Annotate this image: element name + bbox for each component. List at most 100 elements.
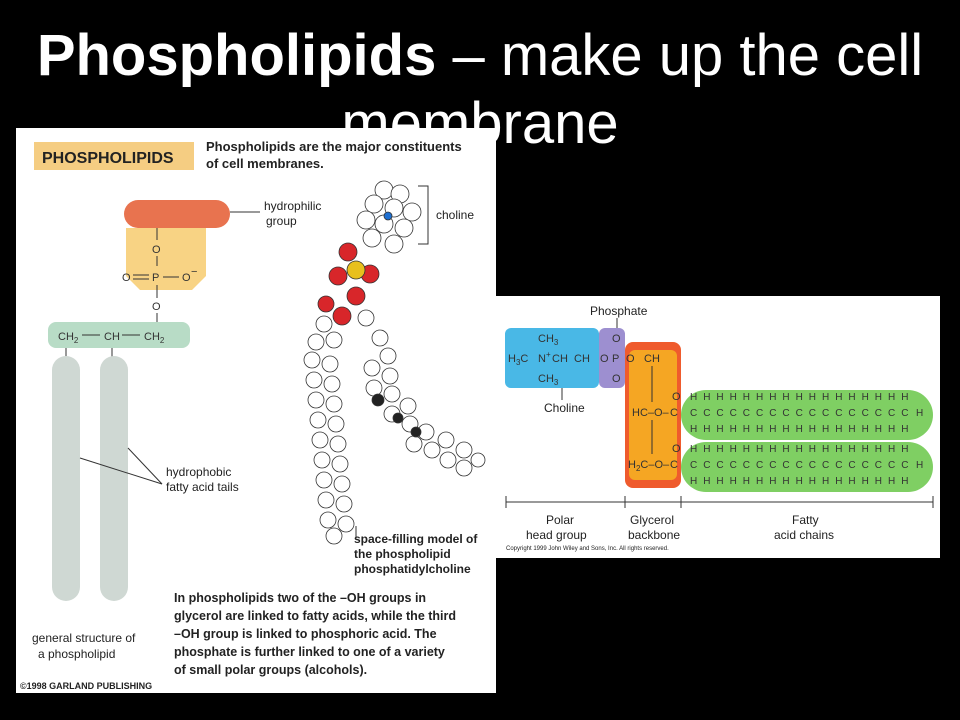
chain-1-h-top: H	[901, 392, 908, 403]
glycerol-backbone-line-2: backbone	[628, 528, 680, 542]
backbone-atoms	[307, 309, 389, 351]
hydrophobic-label-line-2: fatty acid tails	[166, 480, 239, 494]
chain-2-c-row: C	[756, 460, 763, 471]
ester-o-1: O	[672, 391, 681, 403]
chain-2-h-bottom: H	[796, 476, 803, 487]
chain-1-c-row: C	[743, 408, 750, 419]
chain-2-h-top: H	[809, 444, 816, 455]
oxygen-atoms	[317, 242, 380, 326]
chain-1-h-bottom: H	[835, 424, 842, 435]
body-text-line-1: In phospholipids two of the –OH groups i…	[174, 591, 426, 605]
chain-1-c-row: C	[822, 408, 829, 419]
slide-title-rest: – make up the cell membrane	[341, 23, 924, 156]
fatty-acid-tail-right	[100, 356, 128, 601]
slide-title-bold: Phospholipids	[36, 23, 437, 88]
chain-2-h-bottom: H	[743, 476, 750, 487]
chain-2-c-row: C	[862, 460, 869, 471]
ch3-bottom: CH3	[538, 373, 559, 387]
chain-2-h-top: H	[796, 444, 803, 455]
space-filling-caption-line-3: phosphatidylcholine	[354, 562, 471, 576]
chain-2-h-bottom: H	[848, 476, 855, 487]
chain-1-c-row: C	[862, 408, 869, 419]
chain-2-h-top: H	[835, 444, 842, 455]
atom-p: P	[152, 272, 159, 284]
hydrophobic-pointer-line	[79, 457, 163, 485]
glycerol-backbone-line-1: Glycerol	[630, 513, 674, 527]
ch2-b: CH	[574, 353, 590, 365]
fatty-acid-chain-1	[681, 390, 933, 440]
hydrophobic-pointer-line	[127, 447, 163, 485]
tail-1-atoms	[303, 351, 355, 545]
chain-1-h-bottom: H	[690, 424, 697, 435]
chain-2-h-bottom: H	[756, 476, 763, 487]
body-text-line-3: –OH group is linked to phosphoric acid. …	[174, 627, 437, 641]
chain-2-c-row: C	[888, 460, 895, 471]
space-filling-caption-line-1: space-filling model of	[354, 532, 478, 546]
chain-1-h-top: H	[862, 392, 869, 403]
phosphate-zone	[126, 228, 206, 290]
chain-1-h-bottom: H	[888, 424, 895, 435]
chain-1-c-row: C	[875, 408, 882, 419]
chain-1-h-top: H	[690, 392, 697, 403]
nitrogen-atom	[383, 211, 393, 221]
chain-1-c-row: C	[901, 408, 908, 419]
chain-2-h-top: H	[888, 444, 895, 455]
chain-1-c-row: C	[848, 408, 855, 419]
chain-1-c-row: C	[888, 408, 895, 419]
choline-label: choline	[436, 208, 474, 222]
chain-2-c-row: C	[809, 460, 816, 471]
chain-2-h-top: H	[862, 444, 869, 455]
chain-2-terminal-h: H	[916, 460, 923, 471]
chain-1-c-row: C	[809, 408, 816, 419]
chain-1-h-top: H	[730, 392, 737, 403]
ester-c-1: C	[670, 407, 678, 419]
glycerol-inner	[629, 350, 677, 480]
chain-2-h-bottom: H	[888, 476, 895, 487]
ch-middle: CH	[104, 331, 120, 343]
atom-o-top: O	[152, 244, 161, 256]
o-bottom: O	[612, 373, 621, 385]
chain-2-c-row: C	[901, 460, 908, 471]
chain-1-c-row: C	[769, 408, 776, 419]
hc-o: HC–O–	[632, 407, 670, 419]
phosphate-label: Phosphate	[590, 304, 648, 318]
fatty-acid-chains-line-1: Fatty	[792, 513, 819, 527]
phosphatidylcholine-svg: Phosphate CH3 H3C N+ CH CH CH3 Choline O…	[505, 304, 934, 552]
chain-1-h-bottom: H	[716, 424, 723, 435]
chain-1-c-row: C	[756, 408, 763, 419]
chain-2-c-row: C	[769, 460, 776, 471]
chain-1-h-top: H	[743, 392, 750, 403]
chain-2-c-row: C	[716, 460, 723, 471]
chain-1-h-bottom: H	[796, 424, 803, 435]
chain-1-h-top: H	[875, 392, 882, 403]
choline-label: Choline	[544, 401, 585, 415]
carbon-atoms	[371, 393, 422, 438]
chain-1-h-top: H	[716, 392, 723, 403]
ch2-glycerol-top: CH	[644, 353, 660, 365]
intro-text-line-1: Phospholipids are the major constituents	[206, 139, 462, 154]
phosphatidylcholine-diagram: Phosphate CH3 H3C N+ CH CH CH3 Choline O…	[496, 296, 940, 558]
space-filling-caption-line-2: the phospholipid	[354, 547, 451, 561]
n-plus: N+	[538, 350, 551, 365]
chain-1-c-row: C	[730, 408, 737, 419]
chain-1-h-bottom: H	[743, 424, 750, 435]
chain-2-h-top: H	[848, 444, 855, 455]
atom-o-bottom: O	[152, 301, 161, 313]
ester-o-2: O	[672, 443, 681, 455]
chain-1-c-row: C	[716, 408, 723, 419]
polar-head-group-line-1: Polar	[546, 513, 574, 527]
chain-1-h-bottom: H	[862, 424, 869, 435]
phosphate-box	[599, 328, 625, 388]
chain-2-c-row: C	[743, 460, 750, 471]
chain-1-h-top: H	[756, 392, 763, 403]
chain-2-c-row: C	[690, 460, 697, 471]
chain-2-c-row: C	[835, 460, 842, 471]
chain-2-h-bottom: H	[716, 476, 723, 487]
body-text-line-2: glycerol are linked to fatty acids, whil…	[174, 609, 456, 623]
chain-2-h-top: H	[782, 444, 789, 455]
chain-1-h-top: H	[809, 392, 816, 403]
chain-2-h-bottom: H	[782, 476, 789, 487]
chain-2-h-bottom: H	[730, 476, 737, 487]
glycerol-zone	[48, 322, 190, 348]
